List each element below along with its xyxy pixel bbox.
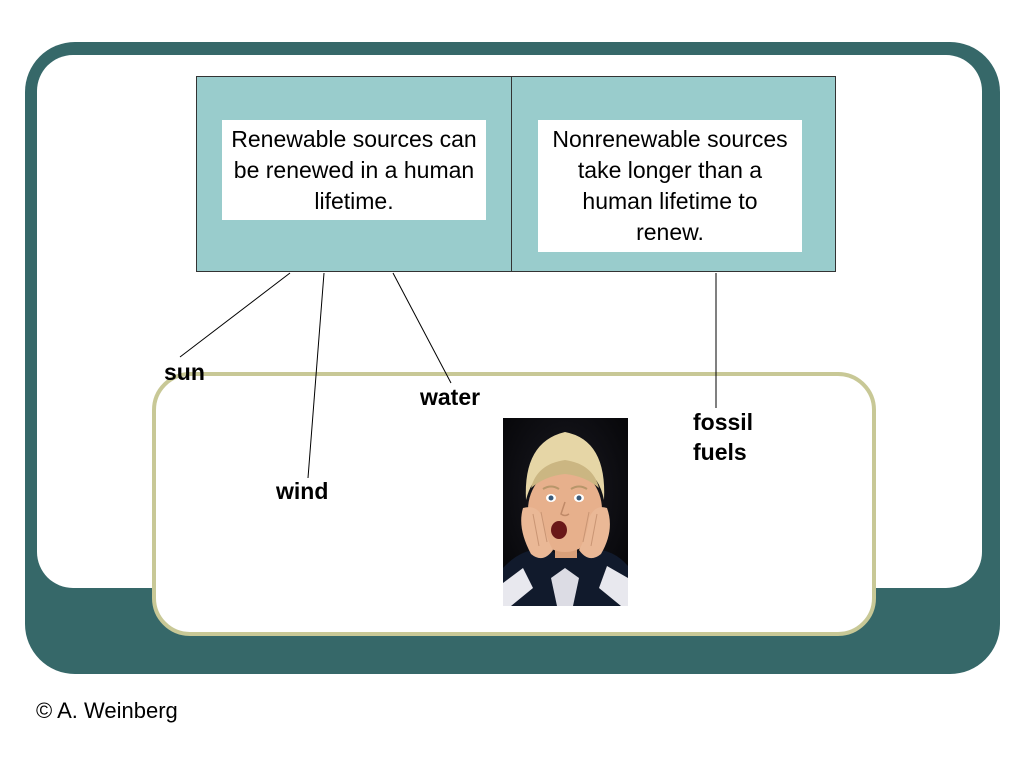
renewable-definition: Renewable sources can be renewed in a hu… (222, 120, 486, 220)
label-water: water (420, 384, 481, 410)
connector-water (392, 272, 452, 384)
nonrenewable-definition: Nonrenewable sources take longer than a … (538, 120, 802, 252)
copyright-notice: © A. Weinberg (36, 698, 178, 723)
surprised-child-photo (503, 418, 628, 606)
connector-wind (307, 272, 325, 479)
connector-sun (179, 272, 291, 358)
label-fossil-fuels: fossil fuels (693, 409, 754, 465)
label-wind: wind (276, 478, 329, 504)
box-divider (511, 76, 512, 272)
label-sun: sun (164, 359, 205, 385)
